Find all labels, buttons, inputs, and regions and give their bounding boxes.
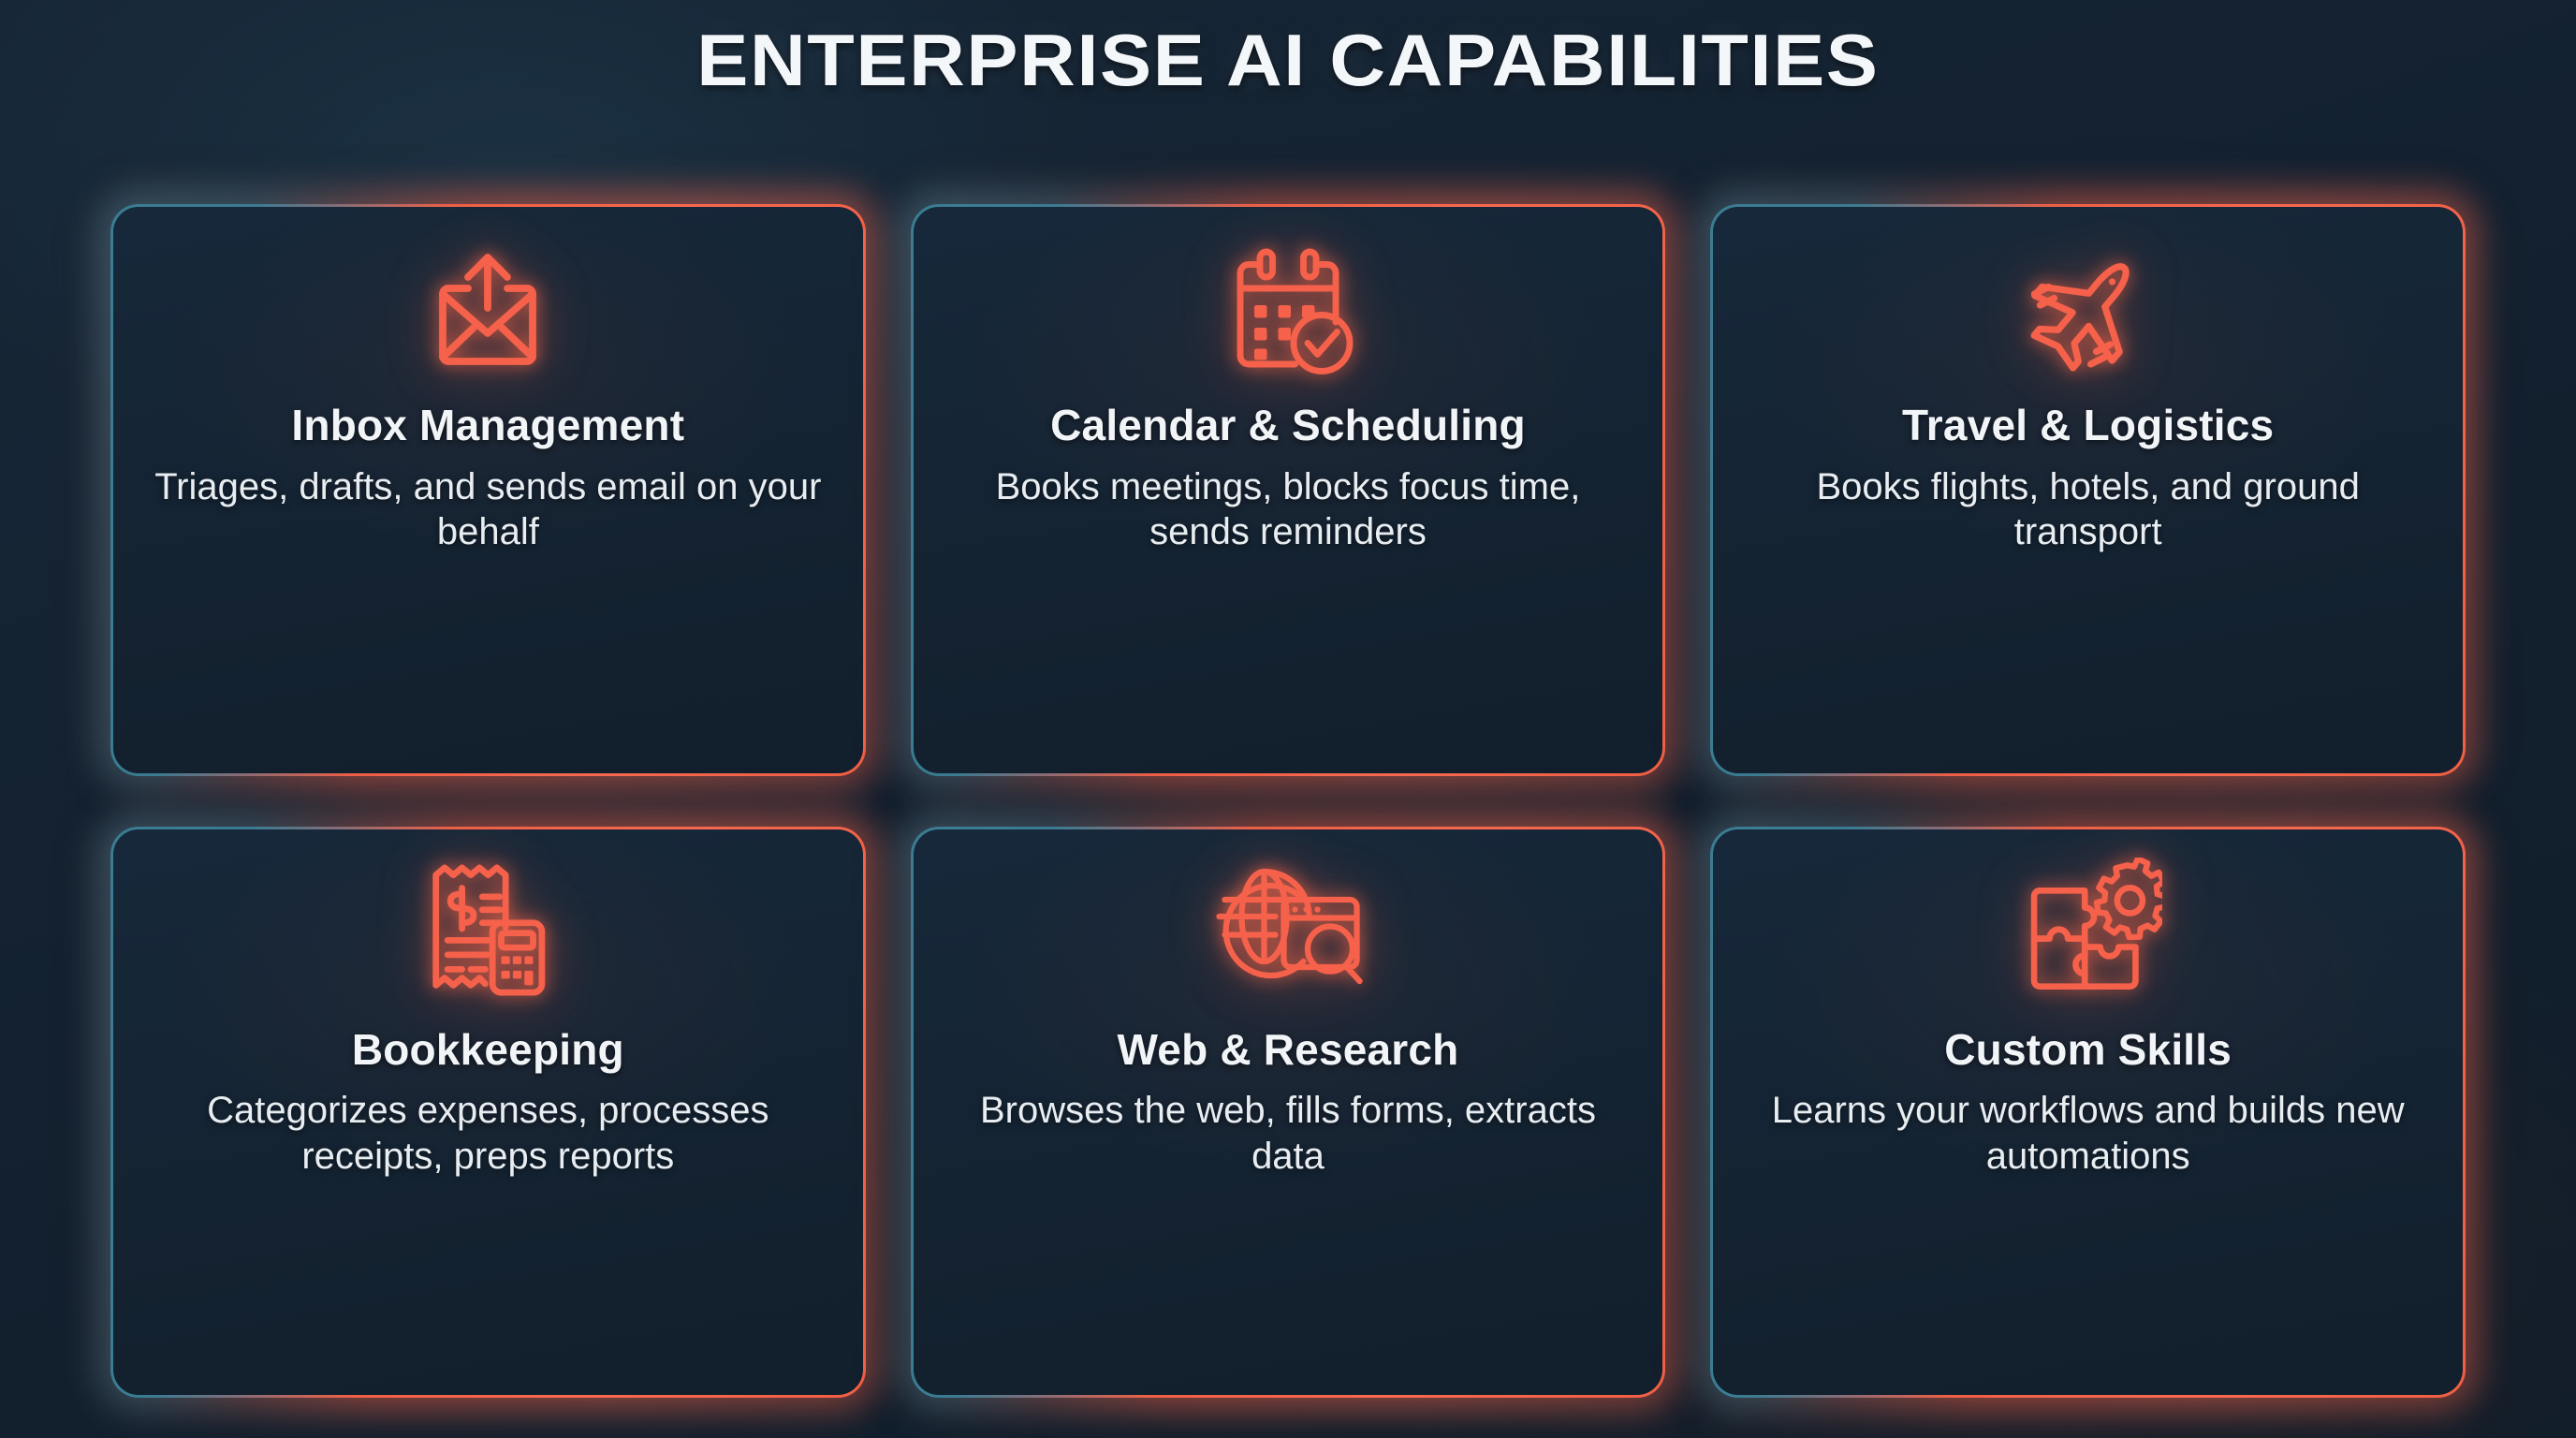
capability-title: Inbox Management — [291, 401, 685, 449]
capability-title: Calendar & Scheduling — [1050, 401, 1526, 449]
envelope-upload-icon — [417, 241, 558, 381]
capability-description: Books flights, hotels, and ground transp… — [1816, 465, 2360, 553]
capability-title: Bookkeeping — [351, 1024, 624, 1074]
capability-title: Web & Research — [1117, 1024, 1459, 1074]
capability-card-custom-skills[interactable]: Custom Skills Learns your workflows and … — [1710, 826, 2466, 1398]
capability-card-travel-logistics[interactable]: Travel & Logistics Books flights, hotels… — [1710, 204, 2466, 776]
capability-description: Categorizes expenses, processes receipts… — [207, 1090, 769, 1177]
capability-description: Books meetings, blocks focus time, sends… — [995, 465, 1581, 553]
capability-description: Learns your workflows and builds new aut… — [1771, 1090, 2405, 1177]
capability-card-grid: Inbox Management Triages, drafts, and se… — [110, 204, 2466, 1398]
capability-title: Custom Skills — [1944, 1024, 2232, 1074]
capability-card-inbox-management[interactable]: Inbox Management Triages, drafts, and se… — [110, 204, 866, 776]
puzzle-gear-icon — [2014, 856, 2162, 1005]
capability-card-web-research[interactable]: Web & Research Browses the web, fills fo… — [910, 826, 1666, 1398]
page-title: ENTERPRISE AI CAPABILITIES — [696, 19, 1880, 101]
capability-card-calendar-scheduling[interactable]: Calendar & Scheduling Books meetings, bl… — [910, 204, 1666, 776]
receipt-calculator-icon — [416, 856, 561, 1005]
globe-browser-search-icon — [1209, 856, 1367, 1005]
page-title-container: ENTERPRISE AI CAPABILITIES — [0, 22, 2576, 99]
capability-title: Travel & Logistics — [1902, 401, 2275, 449]
calendar-check-icon — [1218, 241, 1358, 381]
capability-description: Browses the web, fills forms, extracts d… — [980, 1090, 1596, 1177]
airplane-icon — [2015, 241, 2160, 381]
capability-description: Triages, drafts, and sends email on your… — [154, 465, 822, 553]
capability-card-bookkeeping[interactable]: Bookkeeping Categorizes expenses, proces… — [110, 826, 866, 1398]
